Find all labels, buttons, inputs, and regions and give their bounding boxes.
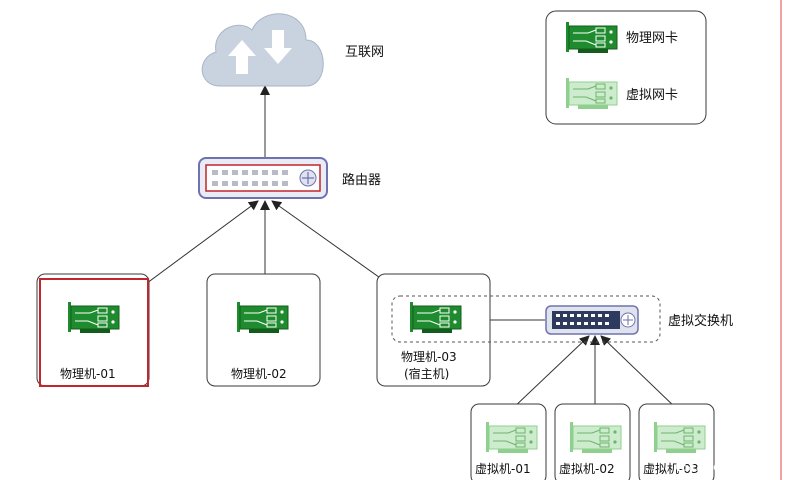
- virtual-network-region: [391, 295, 661, 343]
- virtual-nic-icon: [485, 421, 538, 454]
- physical-machine-03: 物理机-03 (宿主机): [376, 273, 661, 387]
- internet-cloud: 互联网: [201, 13, 384, 87]
- legend-physical-label: 物理网卡: [626, 31, 678, 46]
- physical-nic-icon: [67, 301, 120, 334]
- pm02-label: 物理机-02: [231, 367, 287, 381]
- vswitch-label: 虚拟交换机: [668, 313, 733, 329]
- link-vm03-vswitch: [600, 335, 679, 411]
- link-vm01-vswitch: [510, 335, 590, 411]
- pm03-label: 物理机-03: [401, 350, 457, 364]
- watermark: CSDN @未命名冀: [675, 459, 773, 474]
- pm03-sublabel: (宿主机): [404, 366, 449, 381]
- virtual-machine-03: 虚拟机-03: [638, 403, 715, 480]
- vm01-label: 虚拟机-01: [475, 462, 531, 476]
- vm03-label: 虚拟机-03: [643, 462, 699, 476]
- physical-nic-icon: [236, 301, 289, 334]
- virtual-machine-02: 虚拟机-02: [554, 403, 631, 480]
- legend: 物理网卡 虚拟网卡: [545, 10, 707, 125]
- virtual-machine-01: 虚拟机-01: [470, 403, 547, 480]
- router: 路由器: [198, 157, 381, 199]
- download-arrow-icon: [264, 30, 292, 64]
- internet-label: 互联网: [345, 45, 384, 60]
- vm02-label: 虚拟机-02: [559, 462, 615, 476]
- router-icon: [198, 157, 328, 199]
- selected-border: [39, 278, 149, 387]
- router-label: 路由器: [342, 172, 381, 188]
- physical-nic-icon: [409, 301, 462, 334]
- upload-arrow-icon: [228, 40, 256, 74]
- virtual-nic-icon: [653, 421, 706, 454]
- physical-nic-icon: [565, 21, 618, 54]
- legend-virtual-label: 虚拟网卡: [626, 88, 678, 103]
- virtual-nic-icon: [569, 421, 622, 454]
- physical-machine-02: 物理机-02: [206, 273, 321, 387]
- virtual-nic-icon: [565, 77, 618, 110]
- virtual-switch: 虚拟交换机: [545, 305, 733, 335]
- cloud-icon: [201, 13, 324, 87]
- physical-machine-01: 物理机-01: [36, 273, 150, 387]
- pm01-label: 物理机-01: [60, 367, 116, 381]
- switch-icon: [545, 305, 639, 335]
